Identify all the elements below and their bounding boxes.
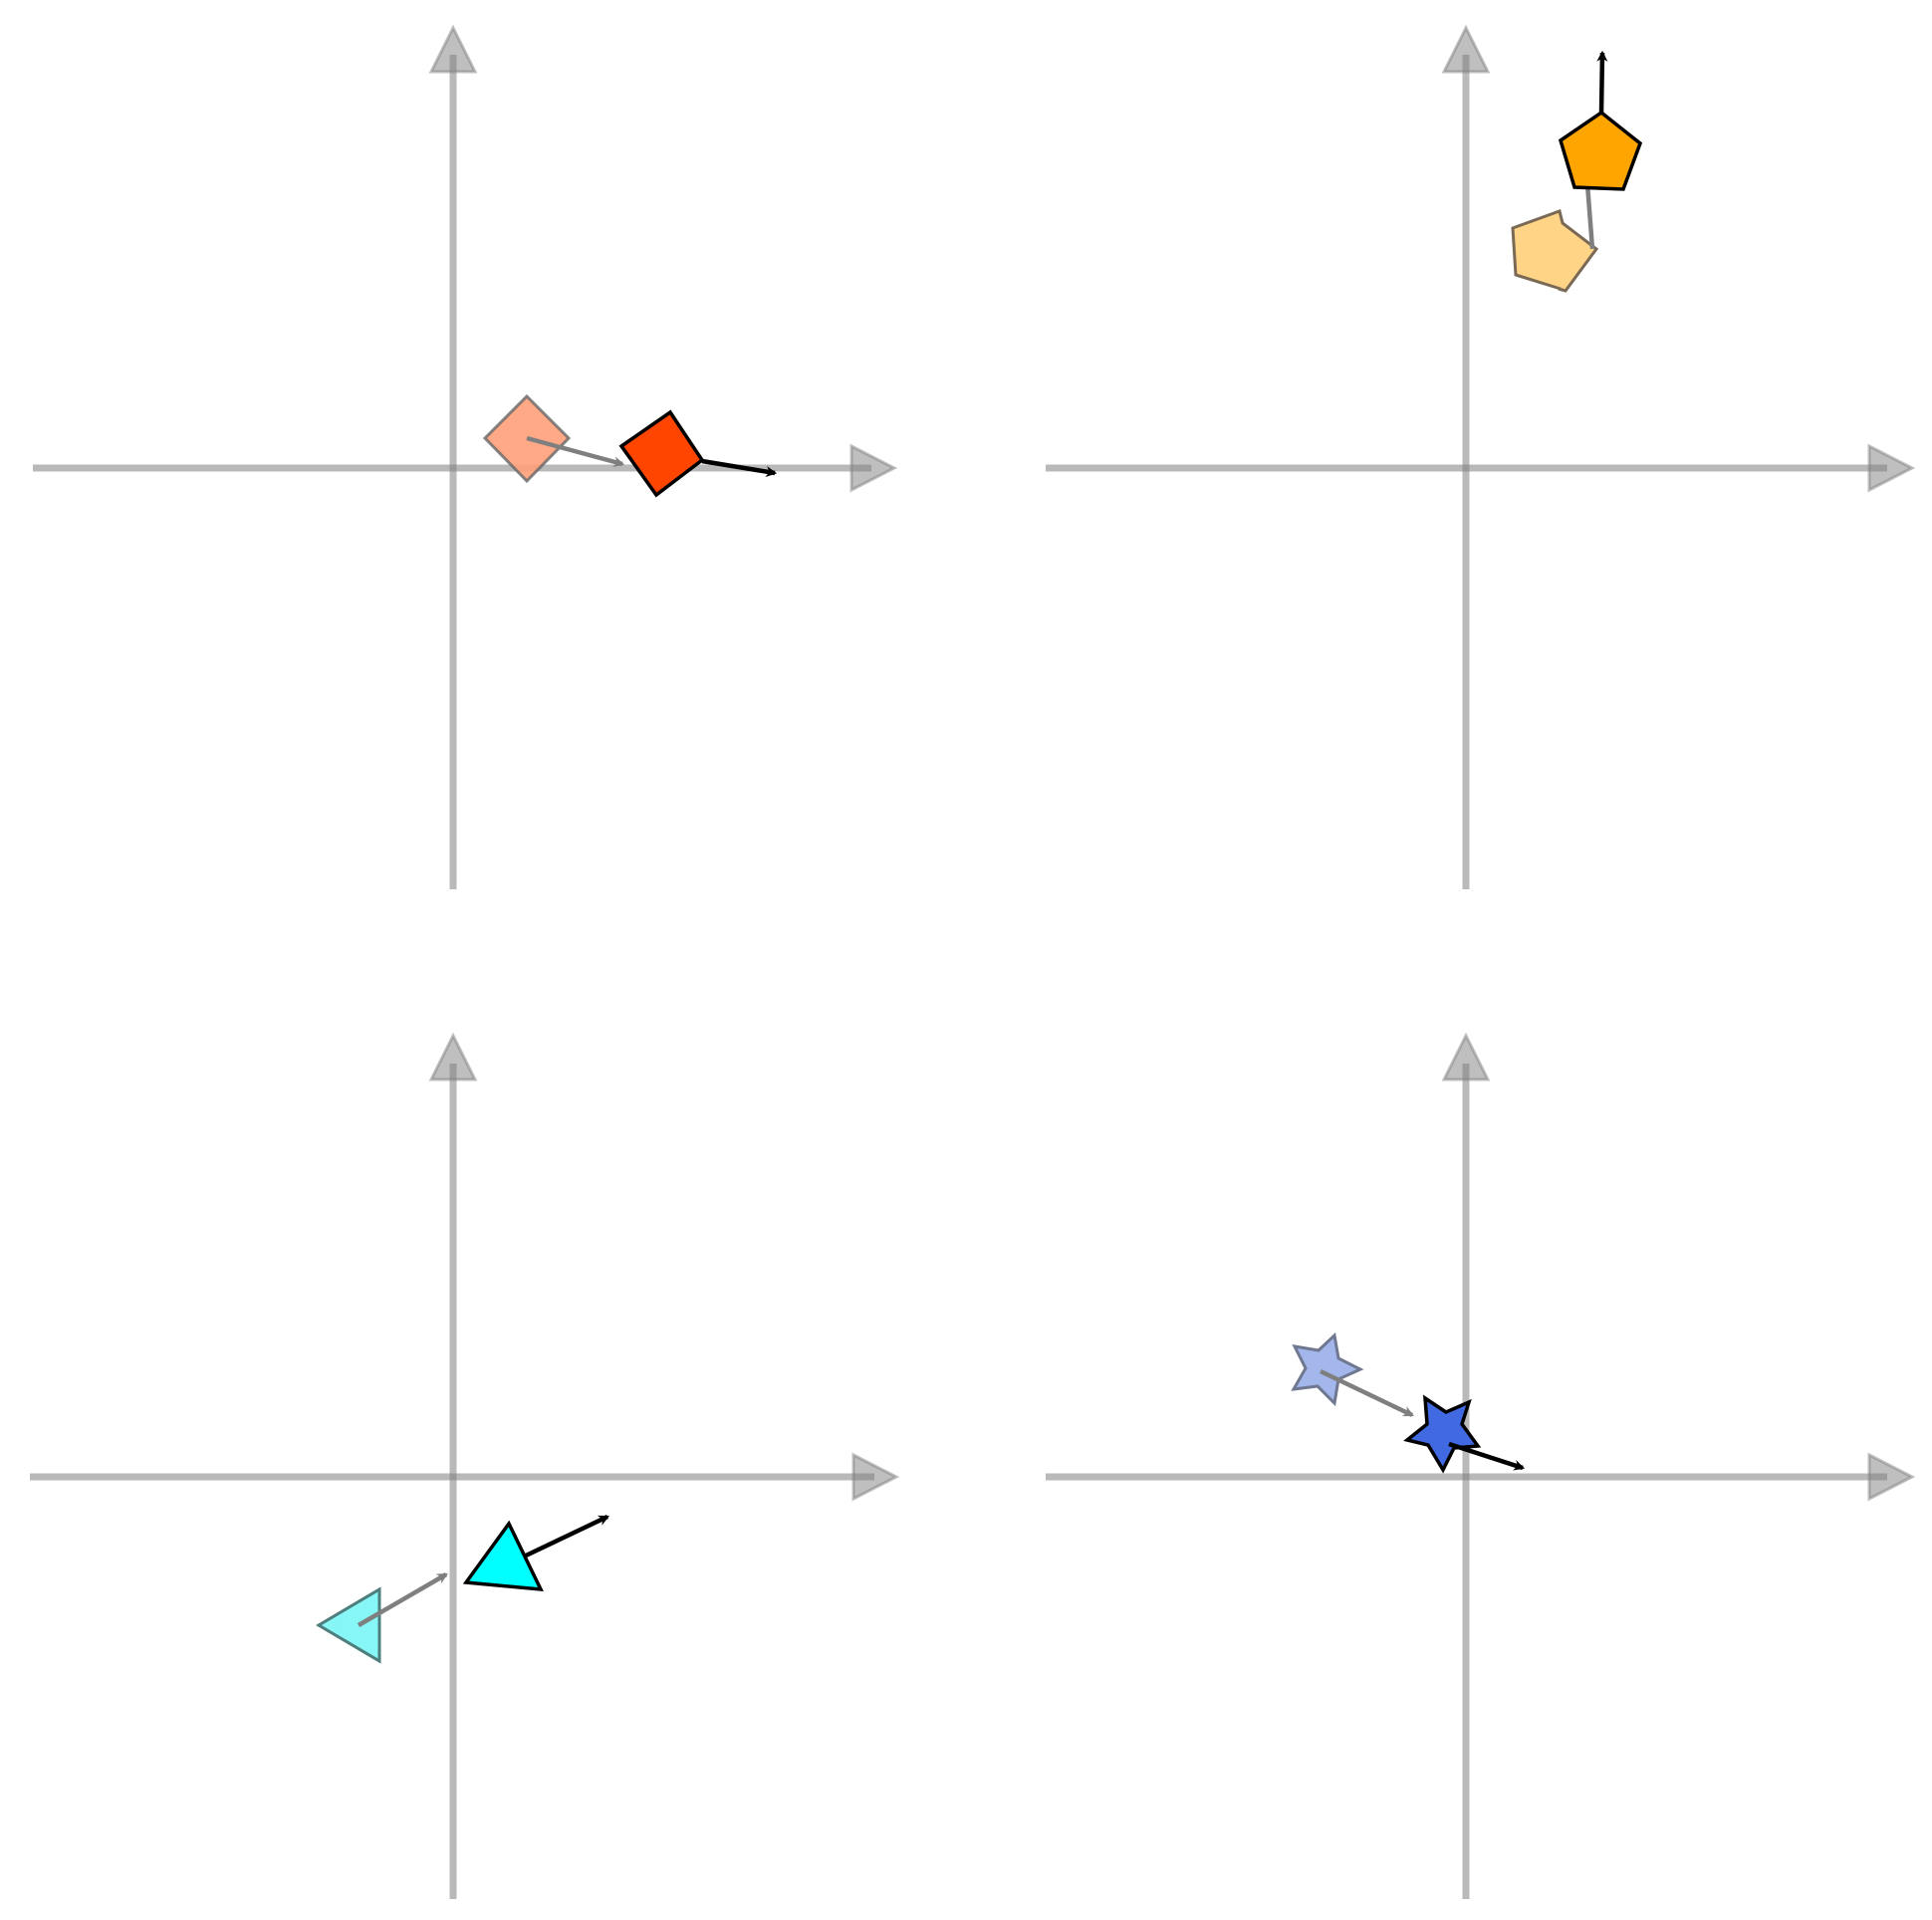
axes-top-right <box>1046 55 1887 889</box>
axes-top-left <box>33 55 871 889</box>
velocity-arrow-current <box>1448 1441 1526 1471</box>
previous-state-diamond <box>482 393 625 484</box>
previous-state-triangle <box>316 1572 448 1664</box>
x-axis-arrowhead-icon <box>1867 443 1916 493</box>
axes-bottom-left <box>30 1064 874 1899</box>
panel-bottom-right <box>1046 1032 1916 1899</box>
x-axis-arrowhead-icon <box>849 443 898 493</box>
velocity-arrow-current <box>1596 50 1608 114</box>
current-state-diamond <box>618 409 778 498</box>
velocity-arrow-current <box>701 458 778 477</box>
current-state-star <box>1403 1394 1526 1474</box>
y-axis-arrowhead-icon <box>1441 24 1491 74</box>
y-axis-arrowhead-icon <box>428 24 478 74</box>
pentagon-shape-previous <box>1511 209 1599 293</box>
star-shape-current <box>1403 1394 1482 1474</box>
velocity-arrow-previous <box>1584 183 1595 250</box>
triangle-shape-current <box>462 1520 544 1592</box>
star-shape-previous <box>1291 1332 1364 1407</box>
previous-state-star <box>1291 1332 1414 1418</box>
velocity-arrow-previous <box>526 435 625 468</box>
diamond-shape-current <box>618 409 705 498</box>
previous-state-pentagon <box>1511 183 1599 293</box>
current-state-triangle <box>462 1514 609 1592</box>
y-axis-arrowhead-icon <box>428 1032 478 1081</box>
x-axis-arrowhead-icon <box>851 1452 900 1502</box>
velocity-arrow-previous <box>1320 1368 1414 1418</box>
velocity-arrow-previous <box>357 1572 448 1627</box>
velocity-arrow-current <box>523 1514 609 1560</box>
axes-bottom-right <box>1046 1064 1887 1899</box>
panel-top-left <box>33 24 898 889</box>
panel-top-right <box>1046 24 1916 889</box>
y-axis-arrowhead-icon <box>1441 1032 1491 1081</box>
panel-bottom-left <box>30 1032 900 1899</box>
triangle-shape-previous <box>316 1586 381 1664</box>
x-axis-arrowhead-icon <box>1867 1452 1916 1502</box>
pentagon-shape-current <box>1558 110 1643 191</box>
current-state-pentagon <box>1558 50 1643 191</box>
